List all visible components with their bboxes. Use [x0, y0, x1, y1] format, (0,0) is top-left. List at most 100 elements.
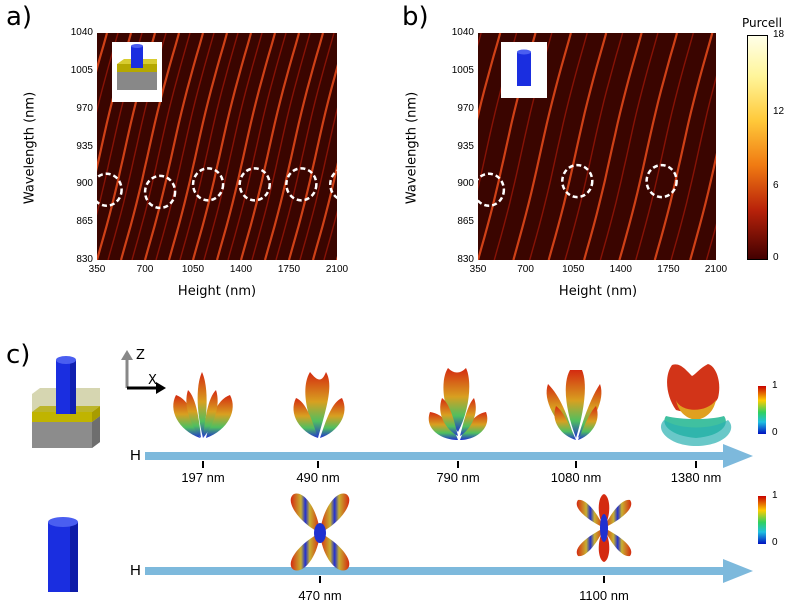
height-arrow-row2	[145, 559, 753, 583]
height-axis-symbol-row1: H	[130, 447, 141, 464]
radiation-pattern-470nm	[290, 493, 350, 571]
y-tick-label: 935	[457, 140, 474, 152]
x-axis-title-a: Height (nm)	[177, 284, 257, 299]
panel-c-colorbar-tick: 1	[772, 380, 778, 391]
mode-line	[155, 33, 215, 260]
nanopillar-on-substrate-icon	[117, 44, 157, 90]
standalone-nanopillar-icon	[48, 517, 78, 592]
colorbar-tick: 12	[773, 106, 785, 117]
highlighted-mode-circle	[191, 167, 225, 202]
y-tick-label: 970	[457, 102, 474, 114]
height-label: 1100 nm	[579, 588, 629, 603]
mode-line	[227, 33, 287, 260]
x-tick-label: 350	[88, 264, 106, 275]
panel-c-colorbar-tick: 0	[772, 537, 778, 548]
height-axis-symbol-row2: H	[130, 562, 141, 579]
mode-line	[323, 210, 337, 260]
mode-line	[618, 33, 679, 260]
z-axis-label: Z	[136, 348, 145, 363]
colorbar-tick: 0	[773, 252, 779, 263]
mode-line	[564, 33, 624, 260]
heatmap-b-plot	[478, 33, 716, 260]
mode-line	[311, 162, 337, 260]
mode-line	[529, 33, 588, 260]
x-tick-label: 1750	[277, 264, 301, 275]
y-tick-label: 1040	[451, 27, 474, 38]
y-tick-label: 1005	[451, 64, 474, 76]
mode-line	[299, 107, 337, 260]
highlighted-mode-circle	[238, 167, 271, 202]
mode-line	[203, 33, 263, 260]
x-tick-label: 1400	[609, 264, 632, 275]
radiation-pattern-1100nm	[576, 494, 632, 562]
mode-line	[263, 33, 325, 260]
height-tick	[202, 461, 204, 468]
height-tick	[457, 461, 459, 468]
x-tick-label: 2100	[704, 264, 728, 275]
inset-a	[112, 42, 162, 102]
highlighted-mode-circle	[328, 169, 337, 200]
colorbar	[747, 35, 768, 260]
x-axis-label: X	[148, 373, 157, 388]
height-label: 1380 nm	[670, 470, 722, 485]
x-tick-label: 1750	[657, 264, 680, 275]
mode-line	[512, 33, 572, 260]
mode-line	[689, 152, 716, 260]
height-label: 790 nm	[436, 470, 480, 485]
panel-c-label: c)	[6, 340, 31, 370]
colorbar-tick: 6	[773, 180, 779, 191]
x-tick-label: 1050	[562, 264, 585, 275]
radiation-pattern-197nm	[173, 372, 233, 438]
panel-c-colorbar-tick: 1	[772, 490, 778, 501]
x-tick-label: 1400	[229, 264, 253, 275]
panel-b-label: b)	[402, 2, 429, 32]
panel-c-colorbar-row1	[758, 386, 766, 434]
colorbar-title: Purcell	[742, 16, 782, 30]
y-tick-label: 865	[457, 216, 474, 228]
y-tick-label: 900	[457, 178, 474, 190]
y-tick-label: 830	[76, 254, 93, 265]
mode-line	[191, 33, 253, 260]
mode-line	[215, 33, 277, 260]
mode-line	[547, 33, 608, 260]
highlighted-mode-circle	[285, 167, 318, 202]
panel-c-colorbar-row2	[758, 496, 766, 544]
mode-line	[251, 33, 311, 260]
mode-line	[239, 33, 301, 260]
mode-line	[583, 33, 643, 260]
mode-line	[119, 33, 181, 260]
inset-b	[501, 42, 547, 98]
mode-line	[478, 33, 502, 121]
panel-c-colorbar-tick: 0	[772, 427, 778, 438]
y-tick-label: 900	[76, 178, 93, 190]
y-tick-label: 1005	[70, 64, 93, 76]
standalone-nanopillar-icon	[517, 49, 531, 86]
radiation-pattern-1380nm	[660, 364, 732, 446]
mode-line	[275, 33, 335, 260]
radiation-pattern-490nm	[293, 372, 345, 438]
highlighted-mode-circle	[561, 163, 594, 199]
height-arrow-row1	[145, 444, 753, 468]
y-tick-label: 830	[457, 254, 474, 265]
height-label: 470 nm	[298, 588, 342, 603]
mode-line	[599, 33, 659, 260]
height-label: 1080 nm	[550, 470, 602, 485]
x-tick-label: 700	[136, 264, 154, 275]
y-tick-label: 1040	[70, 27, 93, 38]
highlighted-mode-circle	[645, 163, 678, 199]
highlighted-mode-circle	[97, 172, 123, 207]
height-label: 197 nm	[181, 470, 225, 485]
colorbar-tick: 18	[773, 29, 785, 40]
x-tick-label: 700	[517, 264, 534, 275]
height-tick	[575, 461, 577, 468]
height-tick	[319, 576, 321, 583]
radiation-pattern-790nm	[428, 368, 488, 440]
height-tick	[603, 576, 605, 583]
mode-line	[287, 64, 337, 260]
mode-line	[97, 33, 119, 113]
y-tick-label: 865	[76, 216, 93, 228]
panel-a-label: a)	[6, 2, 33, 32]
y-tick-label: 935	[76, 140, 93, 152]
mode-line	[143, 33, 205, 260]
